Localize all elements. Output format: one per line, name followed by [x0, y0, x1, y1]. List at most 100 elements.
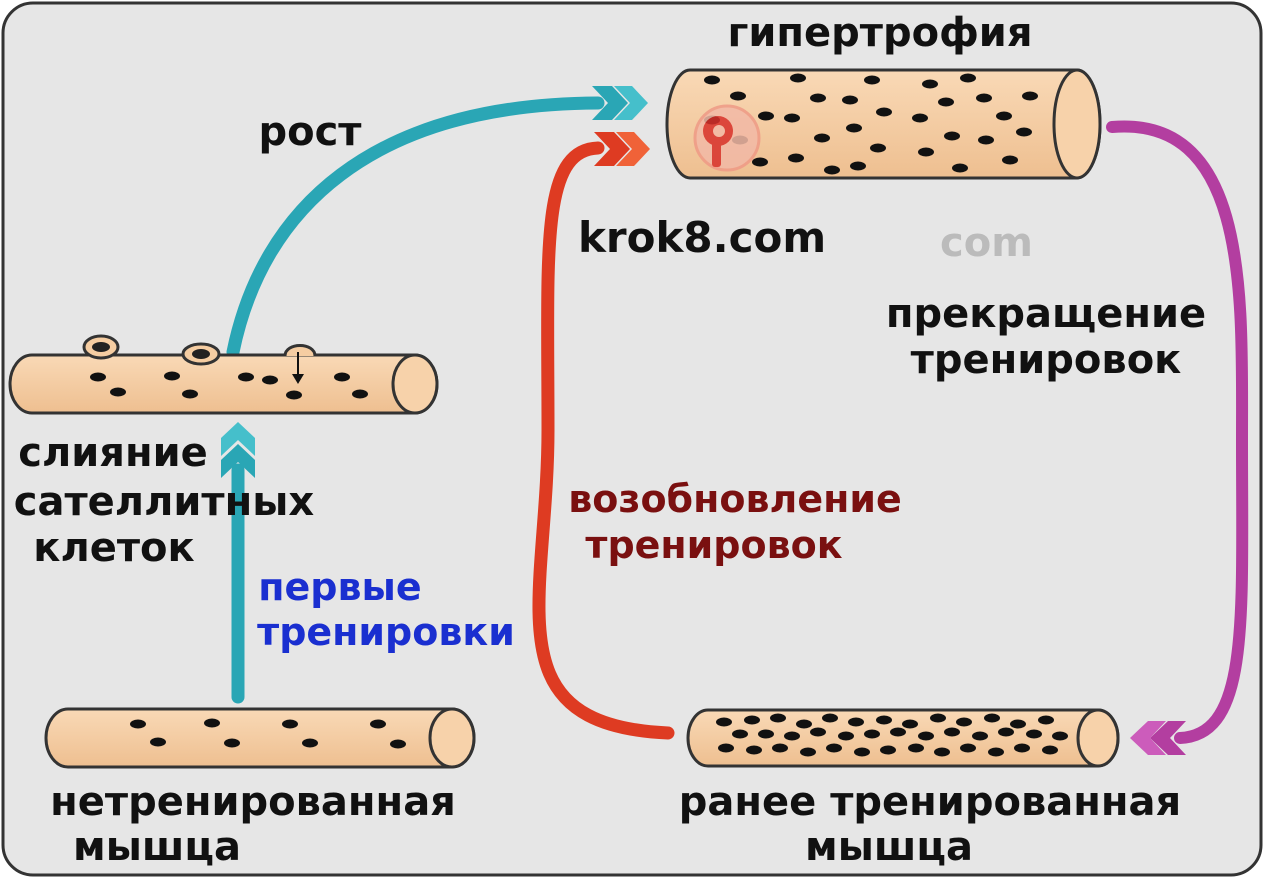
nucleus [848, 717, 864, 727]
nucleus [282, 719, 298, 729]
growth-arrowhead-icon [592, 86, 648, 120]
nucleus [960, 743, 976, 753]
nucleus [842, 95, 858, 105]
label-fusion-line2: сателлитных [14, 479, 315, 525]
growth-arrow [226, 96, 605, 359]
nucleus [850, 161, 866, 171]
nucleus [984, 713, 1000, 723]
nucleus [796, 719, 812, 729]
fusion-fiber [8, 334, 439, 415]
nucleus [286, 390, 302, 400]
nucleus [716, 717, 732, 727]
nucleus [204, 718, 220, 728]
nucleus [744, 715, 760, 725]
stop-arrowhead-icon [1130, 721, 1186, 755]
nucleus [1038, 715, 1054, 725]
nucleus [810, 727, 826, 737]
nucleus [976, 93, 992, 103]
nucleus [752, 157, 768, 167]
nucleus [864, 729, 880, 739]
nucleus [746, 745, 762, 755]
nucleus [772, 743, 788, 753]
nucleus [352, 389, 368, 399]
label-fusion-line3: клеток [33, 525, 194, 571]
nucleus [334, 372, 350, 382]
nucleus [718, 743, 734, 753]
nucleus [912, 113, 928, 123]
nucleus [1022, 91, 1038, 101]
nucleus [870, 143, 886, 153]
nucleus [846, 123, 862, 133]
untrained-fiber [44, 707, 476, 769]
label-resume-line1: возобновление [568, 477, 902, 521]
nucleus [224, 738, 240, 748]
nucleus [930, 713, 946, 723]
nucleus [704, 75, 720, 85]
nucleus [758, 729, 774, 739]
nucleus [864, 75, 880, 85]
label-untrained-line2: мышца [73, 824, 241, 870]
nucleus [876, 715, 892, 725]
nucleus [944, 131, 960, 141]
label-untrained-line1: нетренированная [50, 779, 456, 825]
nucleus [730, 91, 746, 101]
nucleus [902, 719, 918, 729]
label-hypertrophy: гипертрофия [727, 10, 1032, 56]
nucleus [998, 727, 1014, 737]
nucleus [918, 147, 934, 157]
down-arrow-icon [292, 352, 304, 384]
nucleus [788, 153, 804, 163]
nucleus [1010, 719, 1026, 729]
label-stop-line2: тренировок [911, 337, 1182, 383]
hypertrophy-nuclei [704, 73, 1038, 175]
first-training-arrowhead-icon [221, 422, 255, 478]
nucleus [876, 107, 892, 117]
nucleus [822, 713, 838, 723]
nucleus [800, 747, 816, 757]
nucleus [918, 731, 934, 741]
resume-arrowhead-icon [594, 132, 650, 166]
nucleus [164, 371, 180, 381]
nucleus [996, 111, 1012, 121]
nucleus [960, 73, 976, 83]
watermark-ghost: com [940, 220, 1033, 266]
label-growth: рост [258, 109, 362, 155]
nucleus [1052, 731, 1068, 741]
nucleus [826, 743, 842, 753]
untrained-nuclei [130, 718, 406, 749]
resume-training-arrow [532, 141, 675, 740]
fusion-nuclei [90, 371, 368, 400]
nucleus [890, 727, 906, 737]
nucleus [1016, 127, 1032, 137]
nucleus [110, 387, 126, 397]
nucleus [880, 745, 896, 755]
watermark-text: krok8.com [578, 213, 826, 262]
label-resume-line2: тренировок [585, 523, 842, 567]
nucleus [922, 79, 938, 89]
nucleus [182, 389, 198, 399]
hypertrophy-fiber [665, 68, 1102, 180]
nucleus [838, 731, 854, 741]
nucleus [956, 717, 972, 727]
nucleus [934, 747, 950, 757]
pretrained-nuclei [716, 713, 1068, 757]
nucleus [814, 133, 830, 143]
nucleus [90, 372, 106, 382]
nucleus [150, 737, 166, 747]
pretrained-fiber [686, 708, 1120, 768]
nucleus [732, 729, 748, 739]
nucleus [972, 731, 988, 741]
nucleus [938, 97, 954, 107]
nucleus [810, 93, 826, 103]
label-fusion-line1: слияние [18, 430, 208, 476]
nucleus [238, 372, 254, 382]
nucleus [978, 135, 994, 145]
nucleus [1002, 155, 1018, 165]
label-pretrained-line2: мышца [805, 824, 973, 870]
nucleus [770, 713, 786, 723]
label-pretrained-line1: ранее тренированная [679, 779, 1181, 825]
nucleus [130, 719, 146, 729]
nucleus [784, 113, 800, 123]
